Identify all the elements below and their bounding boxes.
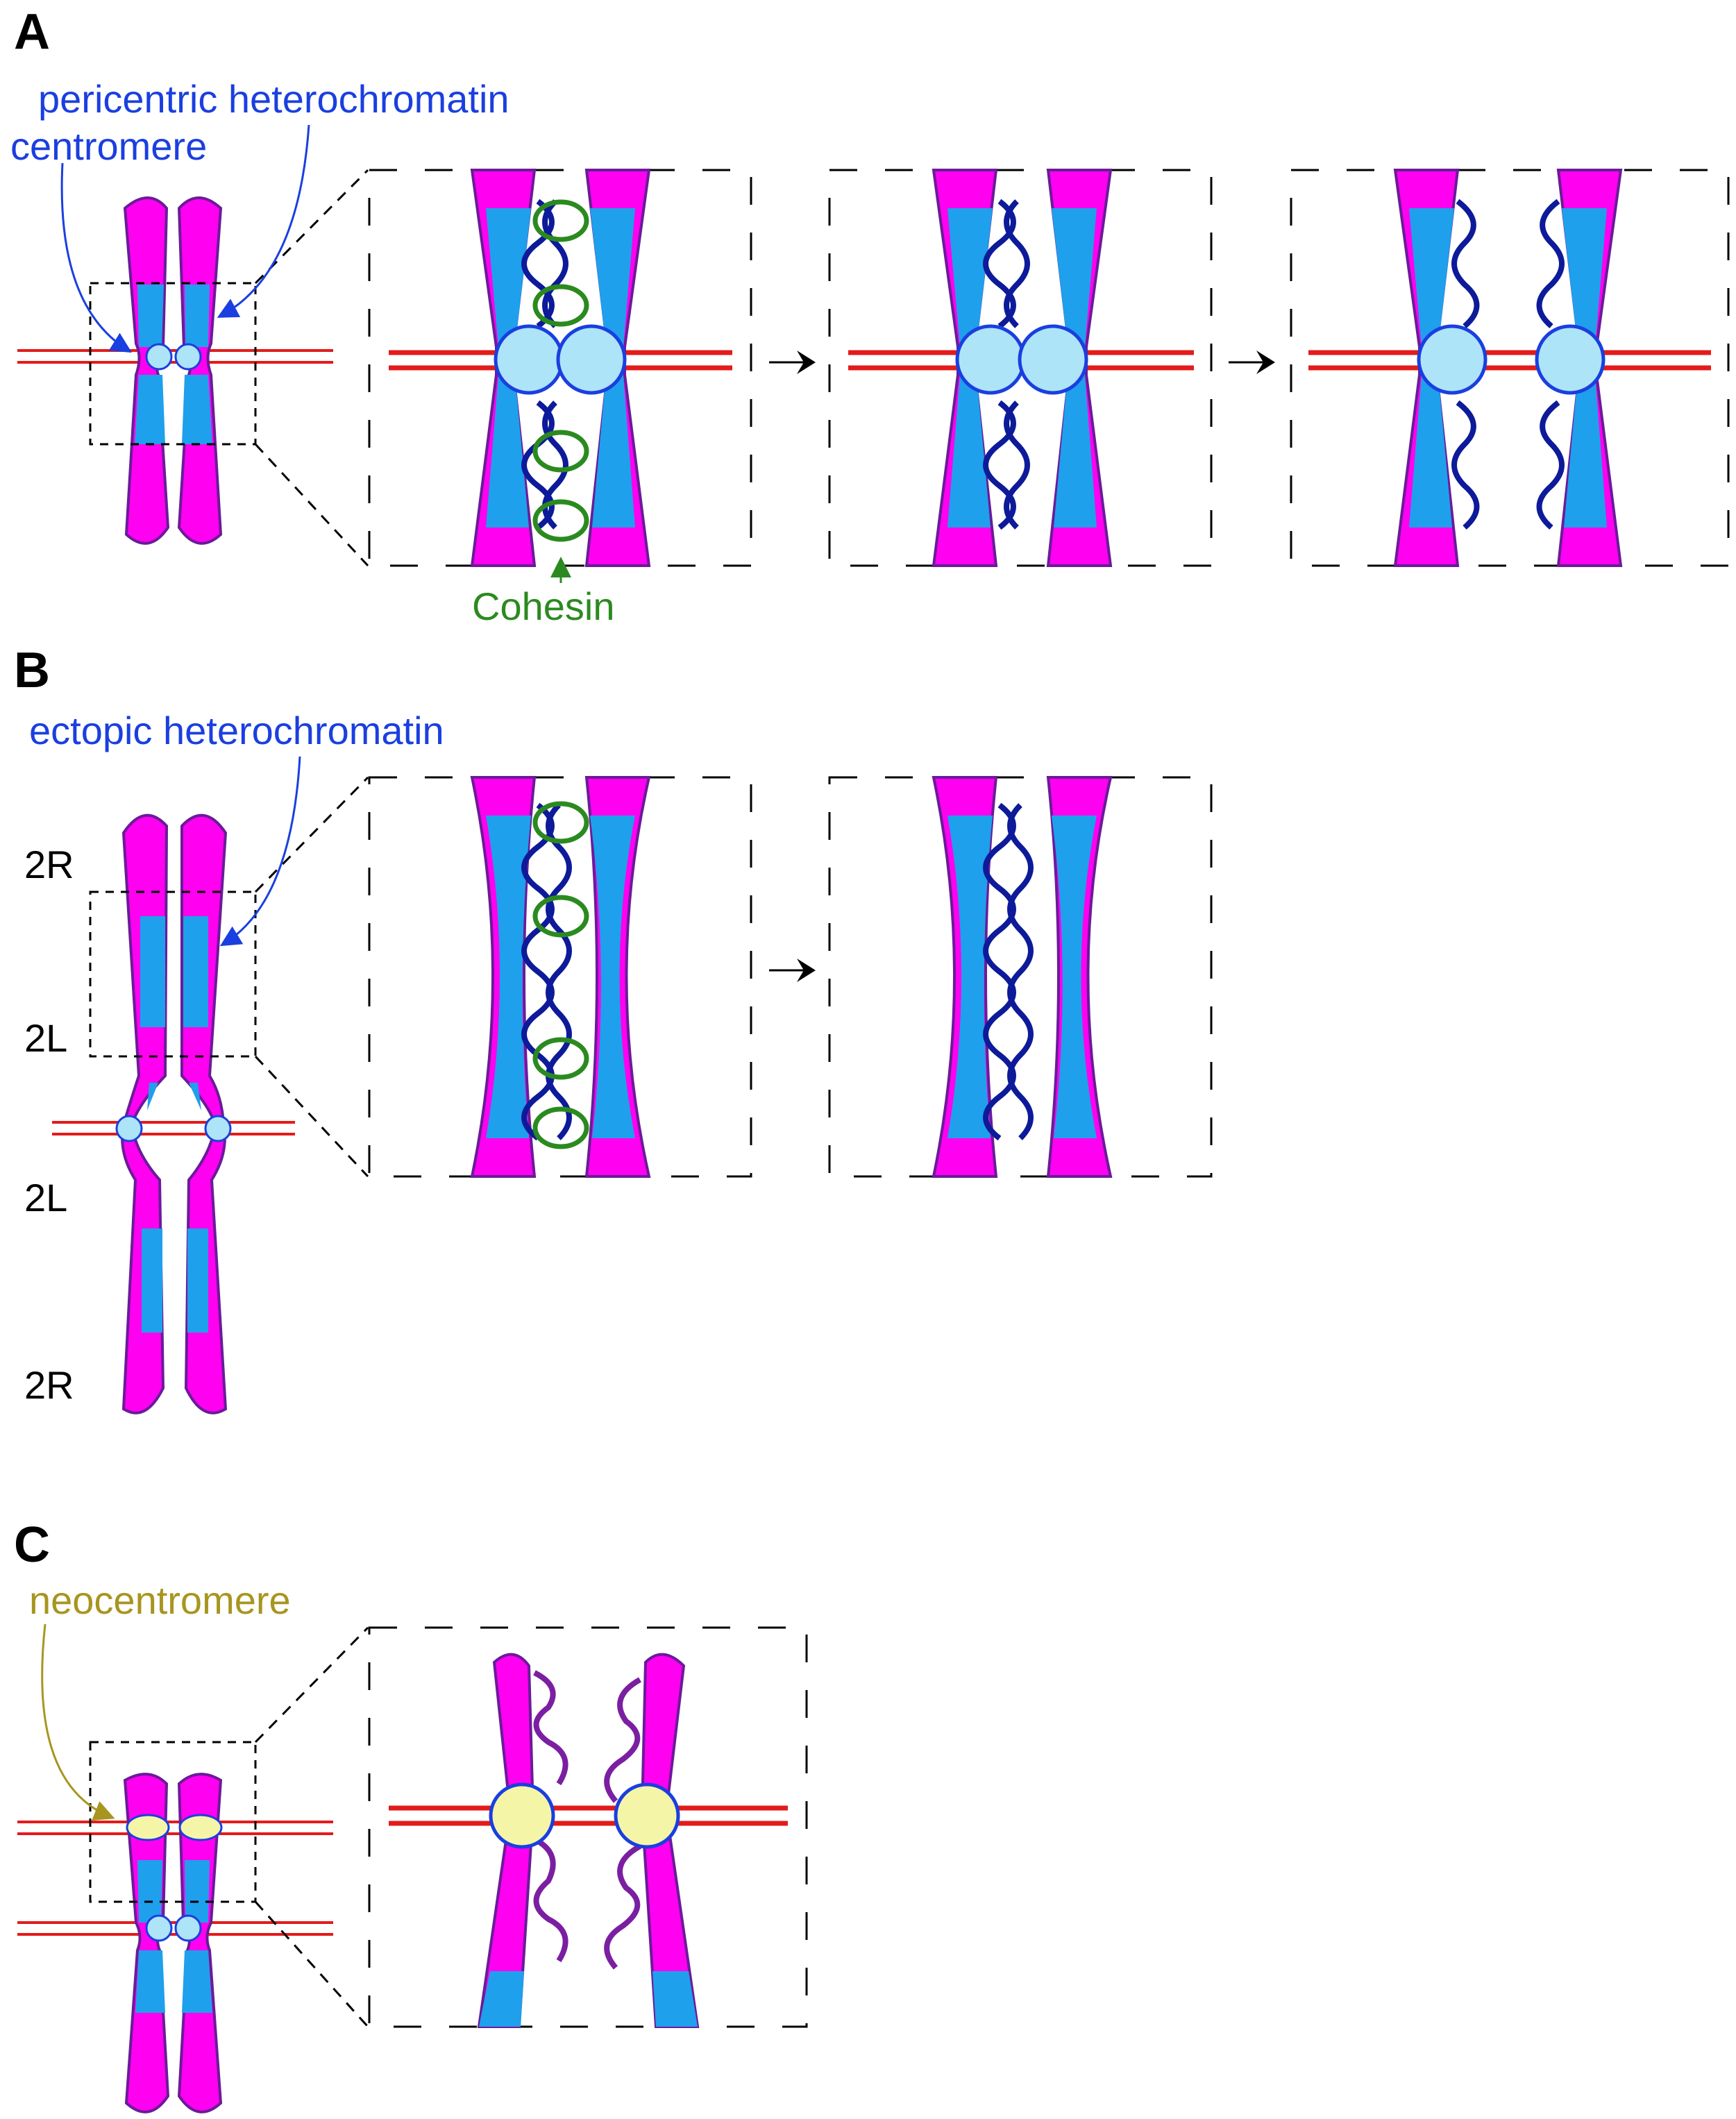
label-centromere: centromere — [10, 124, 207, 168]
pointer-arrow-icon — [41, 1623, 115, 1821]
a-zoom-box-2 — [828, 169, 1213, 567]
a-centromere-right — [174, 343, 202, 371]
cohesin-ring — [532, 199, 589, 242]
panel-c-letter: C — [14, 1517, 50, 1573]
arm-label-2r-top: 2R — [24, 843, 74, 886]
pointer-arrow-icon — [217, 124, 310, 318]
cohesin-ring — [532, 801, 589, 844]
a-zoom-box-3 — [1290, 169, 1730, 567]
arm-label-2l-top: 2L — [24, 1016, 67, 1060]
label-neocentromere: neocentromere — [29, 1578, 291, 1622]
c-zoom-neocentromere-right — [614, 1782, 680, 1849]
arrow-right-icon — [769, 959, 816, 982]
arrow-right-icon — [1229, 351, 1275, 374]
panel-c: C neocentromere — [14, 1517, 808, 2113]
c-neocentromere-right — [178, 1814, 223, 1841]
a2-centromere-right — [1018, 324, 1088, 395]
panel-b-letter: B — [14, 643, 50, 698]
c-zoom-neocentromere-left — [489, 1782, 555, 1849]
panel-a: A pericentric heterochromatin centromere — [10, 4, 1730, 628]
panel-b: B ectopic heterochromatin 2R 2L 2L 2R — [14, 643, 1213, 1415]
b-centromere-right — [204, 1115, 232, 1142]
a3-centromere-left — [1417, 324, 1488, 395]
a1-centromere-left — [494, 324, 564, 395]
c-zoom-box — [368, 1626, 808, 2028]
b-zoom-box-2 — [828, 776, 1213, 1178]
arm-label-2l-bottom: 2L — [24, 1176, 67, 1219]
b-dicentric-chromosome — [52, 756, 369, 1415]
a2-centromere-left — [955, 324, 1026, 395]
label-cohesin: Cohesin — [472, 584, 614, 628]
cohesin-ring — [532, 895, 589, 938]
cohesin-ring — [532, 1106, 589, 1149]
pointer-arrow-icon — [219, 756, 301, 947]
cohesin-ring — [532, 1037, 589, 1080]
c-centromere-right — [174, 1914, 202, 1942]
cohesin-ring — [532, 430, 589, 473]
a-centromere-left — [145, 343, 173, 371]
cohesin-ring — [532, 499, 589, 542]
panel-a-letter: A — [14, 4, 50, 60]
label-ectopic-heterochromatin: ectopic heterochromatin — [29, 709, 444, 752]
pointer-arrow-icon — [60, 162, 133, 353]
b-centromere-left — [115, 1115, 143, 1142]
arrow-right-icon — [769, 351, 816, 374]
a3-centromere-right — [1535, 324, 1606, 395]
c-neocentromere-left — [126, 1814, 170, 1841]
a-overview-chromosome — [17, 124, 369, 567]
label-pericentric-heterochromatin: pericentric heterochromatin — [38, 77, 509, 121]
a1-centromere-right — [556, 324, 627, 395]
c-centromere-left — [145, 1914, 173, 1942]
b-zoom-box-1 — [368, 776, 752, 1178]
a-zoom-box-1 — [368, 169, 752, 583]
c-overview-chromosome — [17, 1623, 369, 2113]
cohesin-ring — [532, 284, 589, 327]
arm-label-2r-bottom: 2R — [24, 1363, 74, 1407]
